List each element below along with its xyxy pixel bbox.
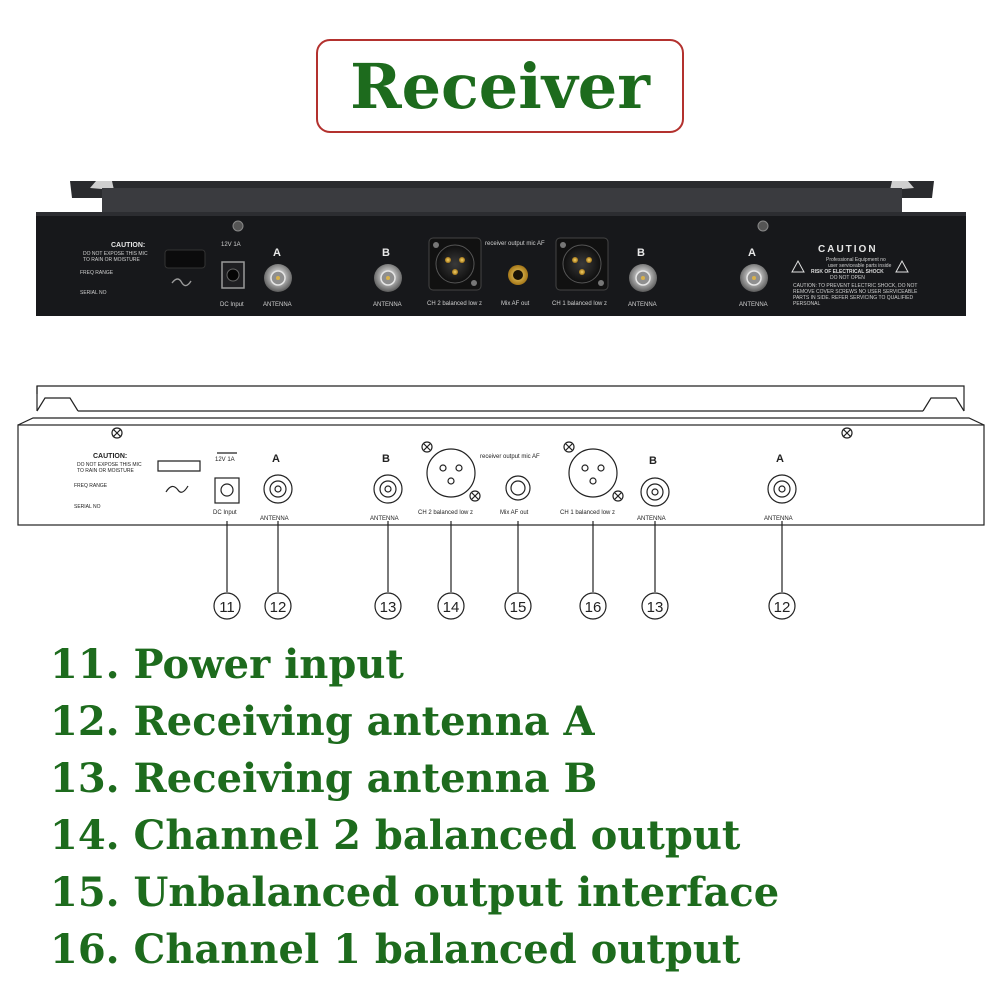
drawing-antenna-label: ANTENNA xyxy=(260,516,289,522)
receiver-photo: CAUTION: DO NOT EXPOSE THIS MIC TO RAIN … xyxy=(36,181,966,316)
callout-12: 12 xyxy=(774,599,791,616)
drawing-mix-af-label: Mix AF out xyxy=(500,510,529,516)
legend-item: 13. Receiving antenna B xyxy=(50,755,598,802)
photo-caution-right-line: DO NOT OPEN xyxy=(830,275,865,281)
photo-antenna-label: ANTENNA xyxy=(739,302,768,308)
photo-xlr-ch1: CH 1 balanced low z xyxy=(552,237,609,307)
photo-antenna-a-letter: A xyxy=(748,247,756,259)
photo-antenna-b-letter: B xyxy=(637,247,645,259)
photo-antenna-b-left: B ANTENNA xyxy=(373,247,402,308)
photo-mix-af-out: Mix AF out xyxy=(501,265,530,307)
drawing-antenna-label: ANTENNA xyxy=(764,516,793,522)
legend-item: 12. Receiving antenna A xyxy=(50,698,595,745)
callout-12: 12 xyxy=(270,599,287,616)
callout-15: 15 xyxy=(510,599,527,616)
photo-antenna-label: ANTENNA xyxy=(628,302,657,308)
photo-mix-af-label: Mix AF out xyxy=(501,301,530,307)
photo-caution-right-line: RISK OF ELECTRICAL SHOCK xyxy=(811,269,884,275)
drawing-caution-left-line1: DO NOT EXPOSE THIS MIC xyxy=(77,462,142,468)
drawing-freq-range: FREQ RANGE xyxy=(74,483,108,489)
drawing-antenna-b-letter: B xyxy=(649,455,657,467)
receiver-line-drawing xyxy=(17,385,985,620)
drawing-dc-input: DC Input xyxy=(213,510,237,516)
callout-14: 14 xyxy=(443,599,460,616)
drawing-antenna-label: ANTENNA xyxy=(370,516,399,522)
photo-caution-left-line2: TO RAIN OR MOISTURE xyxy=(83,257,141,263)
drawing-antenna-b-letter: B xyxy=(382,453,390,465)
title-box: Receiver xyxy=(316,39,684,133)
page-title: Receiver xyxy=(350,49,650,123)
drawing-power-rating: 12V 1A xyxy=(215,457,235,463)
callout-16: 16 xyxy=(585,599,602,616)
drawing-receiver-output: receiver output mic AF xyxy=(480,454,540,460)
photo-antenna-label: ANTENNA xyxy=(263,302,292,308)
photo-caution-right-line: Professional Equipment no xyxy=(826,257,886,263)
drawing-serial-no: SERIAL NO xyxy=(74,504,101,510)
legend-item: 14. Channel 2 balanced output xyxy=(50,812,741,859)
photo-caution-right-line: PARTS IN SIDE. REFER SERVICING TO QUALIF… xyxy=(793,295,914,301)
photo-caution-right-title: CAUTION xyxy=(818,244,878,255)
photo-antenna-b-letter: B xyxy=(382,247,390,259)
callout-11: 11 xyxy=(219,599,235,616)
photo-caution-left: CAUTION: xyxy=(111,242,145,249)
photo-antenna-label: ANTENNA xyxy=(373,302,402,308)
photo-receiver-output: receiver output mic AF xyxy=(485,241,545,247)
callout-13: 13 xyxy=(647,599,664,616)
drawing-ch2-label: CH 2 balanced low z xyxy=(418,510,473,516)
photo-serial-no: SERIAL NO xyxy=(80,290,107,296)
drawing-antenna-a-letter: A xyxy=(776,453,784,465)
drawing-antenna-a-letter: A xyxy=(272,453,280,465)
legend-item: 15. Unbalanced output interface xyxy=(50,869,780,916)
photo-freq-range: FREQ RANGE xyxy=(80,270,114,276)
photo-caution-right-line: REMOVE COVER SCREWS NO USER SERVICEABLE xyxy=(793,289,918,295)
photo-caution-right-line: user serviceable parts inside xyxy=(828,263,892,269)
photo-ch2-label: CH 2 balanced low z xyxy=(427,301,482,307)
photo-caution-right-line: PERSONAL xyxy=(793,301,820,307)
drawing-caution-left: CAUTION: xyxy=(93,453,127,460)
drawing-antenna-label: ANTENNA xyxy=(637,516,666,522)
photo-power-rating: 12V 1A xyxy=(221,242,241,248)
drawing-ch1-label: CH 1 balanced low z xyxy=(560,510,615,516)
drawing-caution-left-line2: TO RAIN OR MOISTURE xyxy=(77,468,135,474)
legend-item: 16. Channel 1 balanced output xyxy=(50,926,741,973)
photo-antenna-a-letter: A xyxy=(273,247,281,259)
photo-caution-right-line: CAUTION: TO PREVENT ELECTRIC SHOCK, DO N… xyxy=(793,283,917,289)
photo-antenna-a-left: A ANTENNA xyxy=(263,247,292,308)
photo-antenna-a-right: A ANTENNA xyxy=(739,247,768,308)
photo-antenna-b-right: B ANTENNA xyxy=(628,247,657,308)
photo-ch1-label: CH 1 balanced low z xyxy=(552,301,607,307)
legend: 11. Power input 12. Receiving antenna A … xyxy=(50,636,779,978)
photo-dc-input: DC Input xyxy=(220,302,244,308)
legend-item: 11. Power input xyxy=(50,641,404,688)
photo-caution-left-line1: DO NOT EXPOSE THIS MIC xyxy=(83,251,148,257)
photo-xlr-ch2: CH 2 balanced low z xyxy=(427,237,482,307)
callout-13: 13 xyxy=(380,599,397,616)
